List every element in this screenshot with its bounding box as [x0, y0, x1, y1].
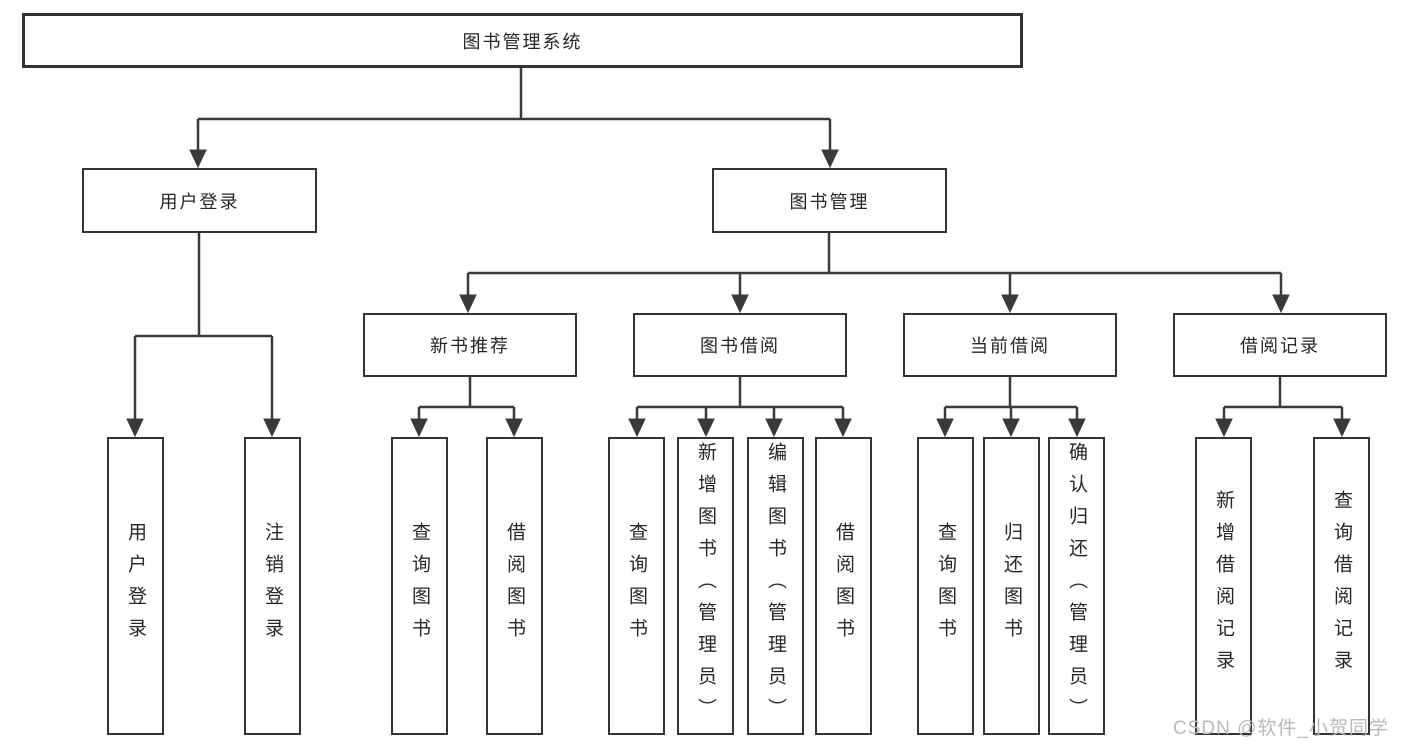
- arrowhead: [1001, 294, 1019, 314]
- node-leaf-confirm-return-admin: 确认归还（管理员）: [1048, 437, 1105, 735]
- arrowhead: [1215, 418, 1233, 438]
- arrowhead: [505, 418, 523, 438]
- node-leaf-query-books-3: 查询图书: [917, 437, 974, 735]
- arrowhead: [126, 418, 144, 438]
- arrowhead: [697, 418, 715, 438]
- node-borrow-records: 借阅记录: [1173, 313, 1387, 377]
- arrowhead: [189, 149, 207, 169]
- node-leaf-query-books-1: 查询图书: [391, 437, 448, 735]
- node-leaf-return-books: 归还图书: [983, 437, 1040, 735]
- node-leaf-query-books-2: 查询图书: [608, 437, 665, 735]
- node-leaf-borrow-books-1: 借阅图书: [486, 437, 543, 735]
- arrowhead: [1272, 294, 1290, 314]
- node-leaf-logout: 注销登录: [244, 437, 301, 735]
- node-leaf-edit-books-admin: 编辑图书（管理员）: [747, 437, 804, 735]
- arrowhead: [410, 418, 428, 438]
- node-book-management: 图书管理: [712, 168, 947, 233]
- node-current-borrow: 当前借阅: [903, 313, 1117, 377]
- connector-root: [196, 68, 832, 152]
- connector-book-mgmt: [466, 233, 1283, 297]
- node-new-book-recommend: 新书推荐: [363, 313, 577, 377]
- node-leaf-add-borrow-record: 新增借阅记录: [1195, 437, 1252, 735]
- arrowhead: [263, 418, 281, 438]
- connector-current-borrow: [943, 377, 1079, 421]
- node-leaf-borrow-books-2: 借阅图书: [815, 437, 872, 735]
- arrowhead: [1333, 418, 1351, 438]
- node-leaf-add-books-admin: 新增图书（管理员）: [677, 437, 734, 735]
- arrowhead: [1068, 418, 1086, 438]
- node-leaf-query-borrow-record: 查询借阅记录: [1313, 437, 1370, 735]
- arrowhead: [459, 294, 477, 314]
- connector-new-books: [417, 377, 516, 421]
- arrowhead: [936, 418, 954, 438]
- node-library-system: 图书管理系统: [22, 13, 1023, 68]
- arrowhead: [628, 418, 646, 438]
- connector-user-login: [133, 233, 274, 421]
- arrowhead: [821, 149, 839, 169]
- connector-book-borrow: [635, 377, 845, 421]
- connector-borrow-records: [1222, 377, 1344, 421]
- csdn-watermark: CSDN @软件_小贺同学: [1173, 718, 1389, 739]
- node-book-borrow: 图书借阅: [633, 313, 847, 377]
- node-leaf-user-login: 用户登录: [107, 437, 164, 735]
- arrowhead: [731, 294, 749, 314]
- arrowhead: [1002, 418, 1020, 438]
- arrowhead: [834, 418, 852, 438]
- arrowhead: [765, 418, 783, 438]
- node-user-login: 用户登录: [82, 168, 317, 233]
